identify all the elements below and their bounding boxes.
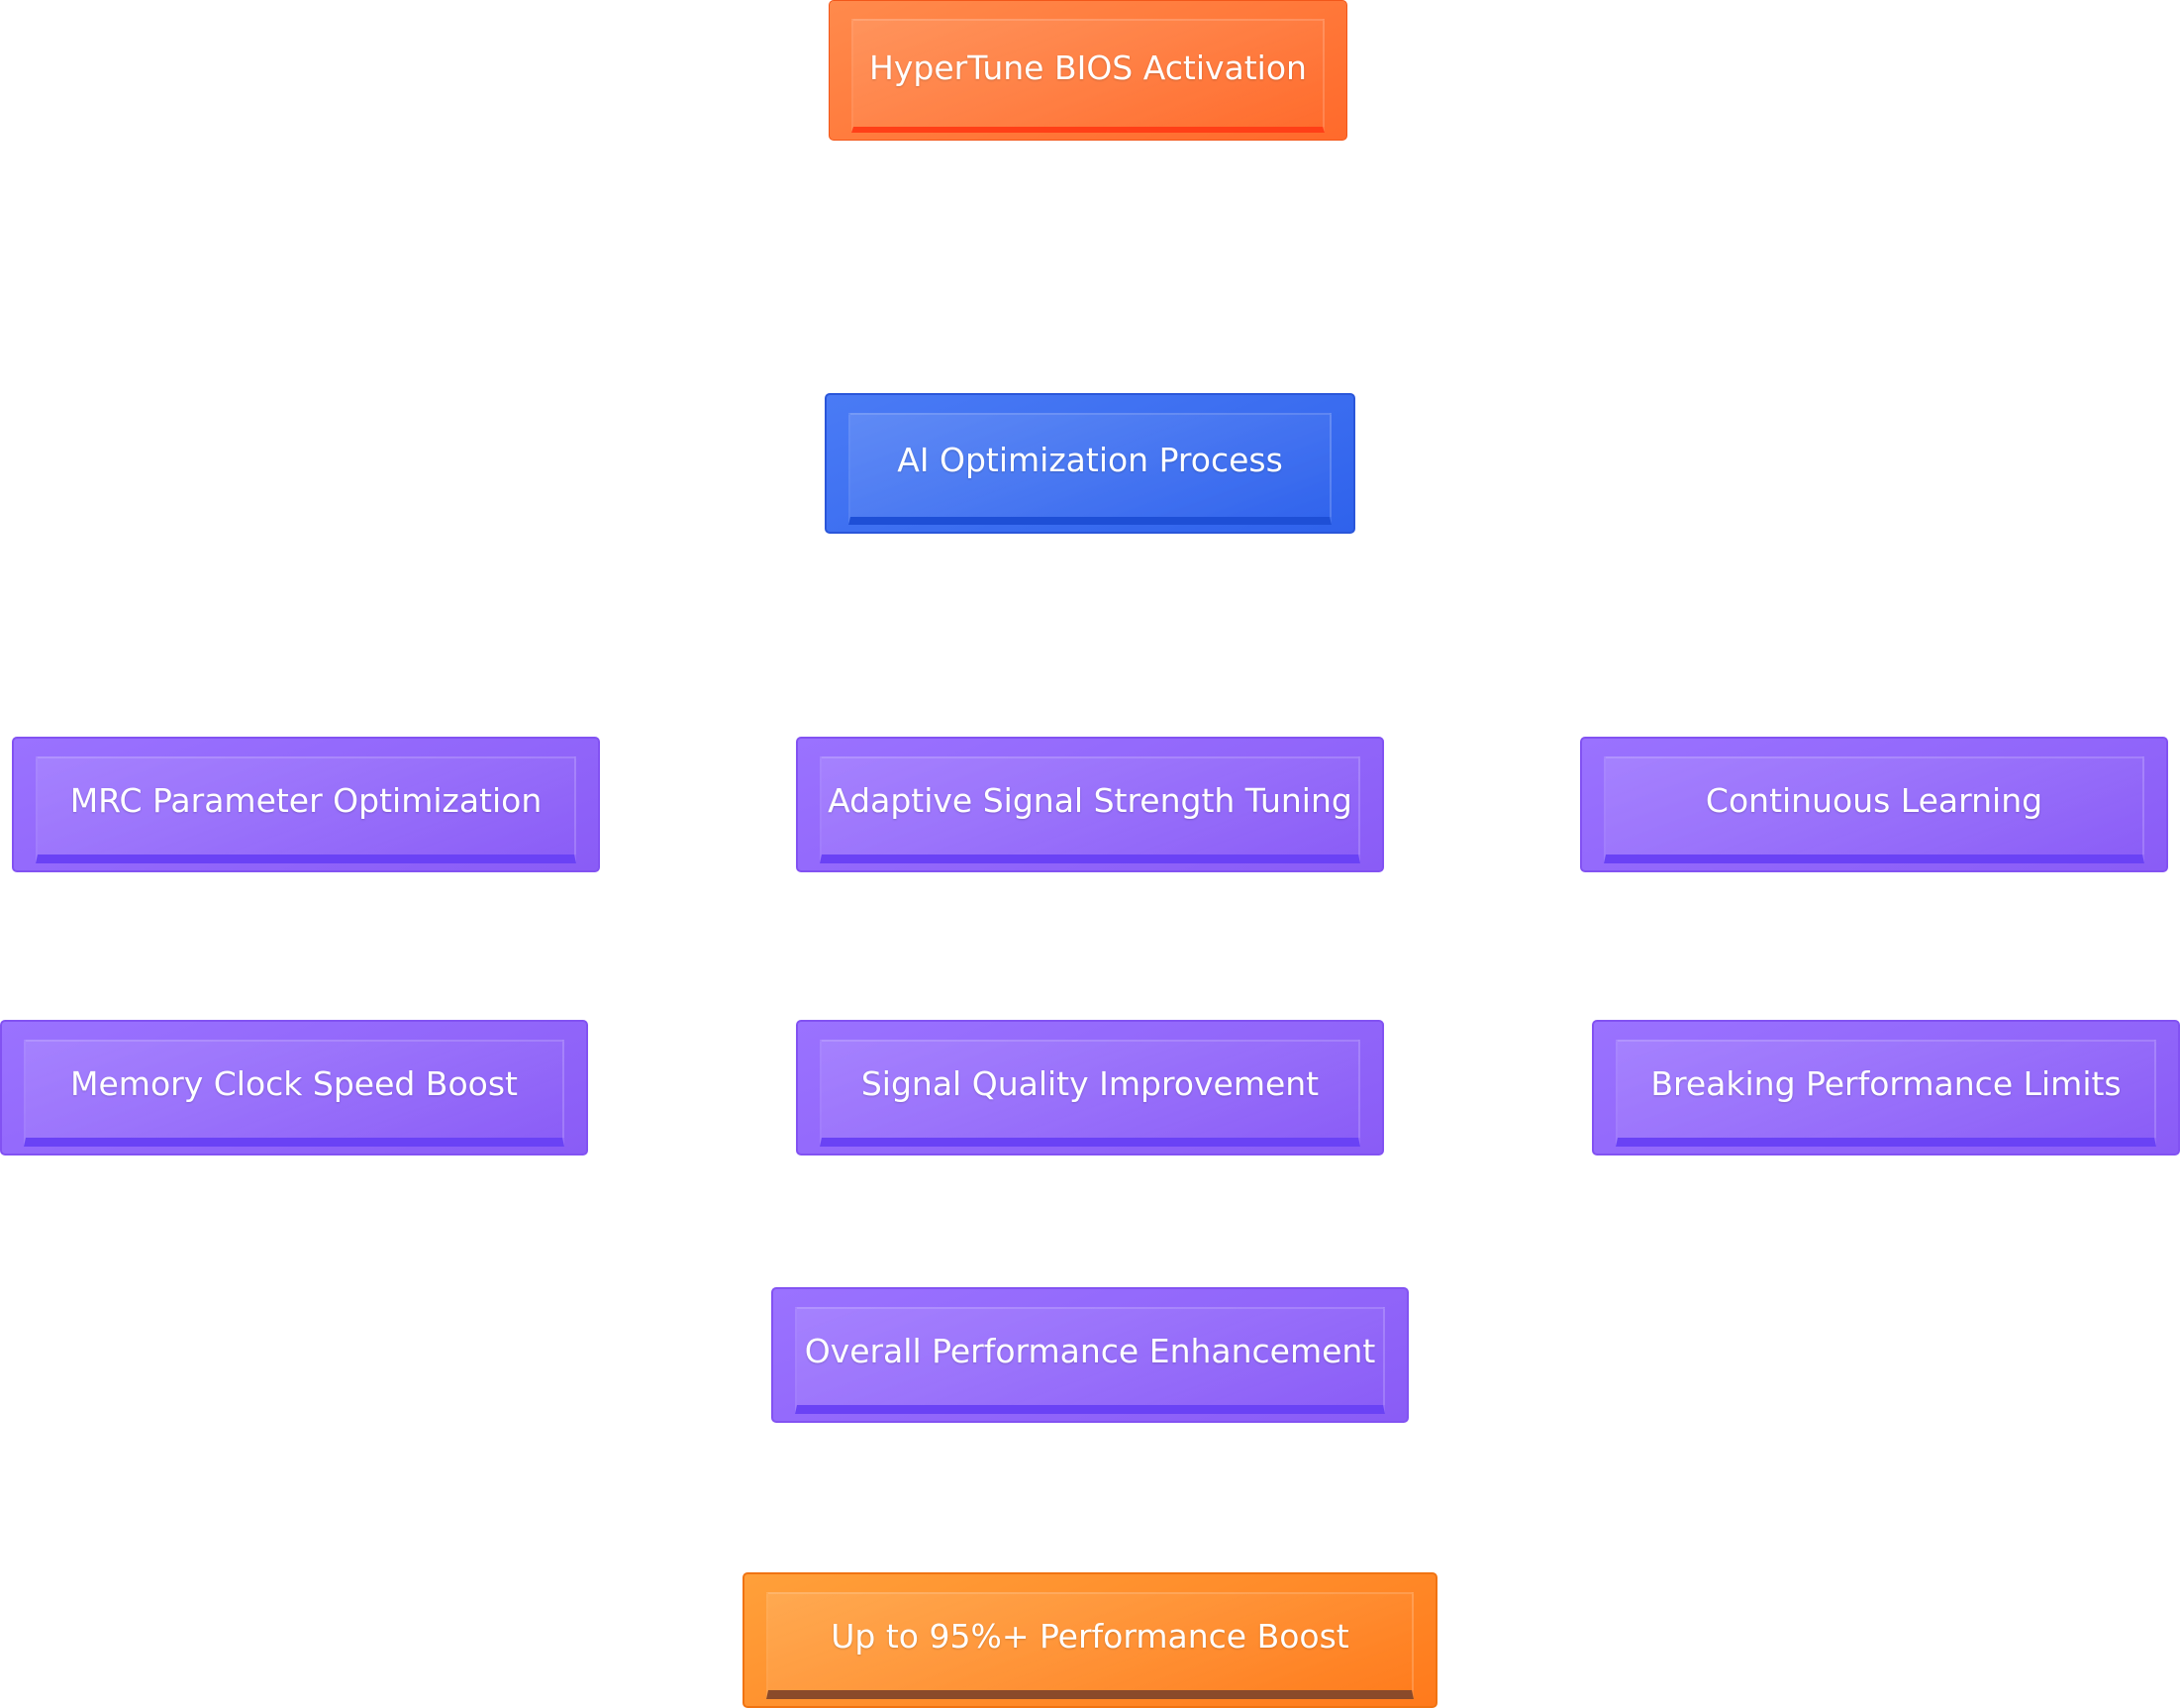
node-label: AI Optimization Process [897, 441, 1283, 479]
mrc-parameter-optimization-node: MRC Parameter Optimization [12, 737, 600, 872]
node-inner: Continuous Learning [1604, 756, 2144, 863]
node-label: Signal Quality Improvement [860, 1064, 1320, 1103]
continuous-learning-node: Continuous Learning [1580, 737, 2168, 872]
node-inner: Memory Clock Speed Boost [24, 1040, 564, 1147]
node-label: Adaptive Signal Strength Tuning [828, 781, 1352, 820]
node-inner: MRC Parameter Optimization [36, 756, 576, 863]
node-inner: Signal Quality Improvement [820, 1040, 1360, 1147]
node-inner: Adaptive Signal Strength Tuning [820, 756, 1360, 863]
node-label: Continuous Learning [1705, 781, 2043, 820]
node-label: Overall Performance Enhancement [804, 1332, 1376, 1370]
node-inner: Overall Performance Enhancement [795, 1307, 1385, 1414]
node-label: Up to 95%+ Performance Boost [831, 1617, 1349, 1656]
node-inner: AI Optimization Process [848, 413, 1332, 525]
node-inner: Breaking Performance Limits [1616, 1040, 2156, 1147]
ai-optimization-process-node: AI Optimization Process [825, 393, 1355, 534]
node-label: MRC Parameter Optimization [69, 781, 543, 820]
node-inner: Up to 95%+ Performance Boost [766, 1592, 1414, 1699]
performance-boost-result-node: Up to 95%+ Performance Boost [743, 1572, 1437, 1708]
memory-clock-speed-boost-node: Memory Clock Speed Boost [0, 1020, 588, 1155]
adaptive-signal-strength-tuning-node: Adaptive Signal Strength Tuning [796, 737, 1384, 872]
hypertune-bios-activation-node: HyperTune BIOS Activation [829, 0, 1347, 141]
breaking-performance-limits-node: Breaking Performance Limits [1592, 1020, 2180, 1155]
overall-performance-enhancement-node: Overall Performance Enhancement [771, 1287, 1409, 1423]
node-label: Breaking Performance Limits [1650, 1064, 2122, 1103]
node-label: HyperTune BIOS Activation [869, 49, 1307, 87]
signal-quality-improvement-node: Signal Quality Improvement [796, 1020, 1384, 1155]
node-label: Memory Clock Speed Boost [70, 1064, 518, 1103]
node-inner: HyperTune BIOS Activation [851, 19, 1325, 133]
